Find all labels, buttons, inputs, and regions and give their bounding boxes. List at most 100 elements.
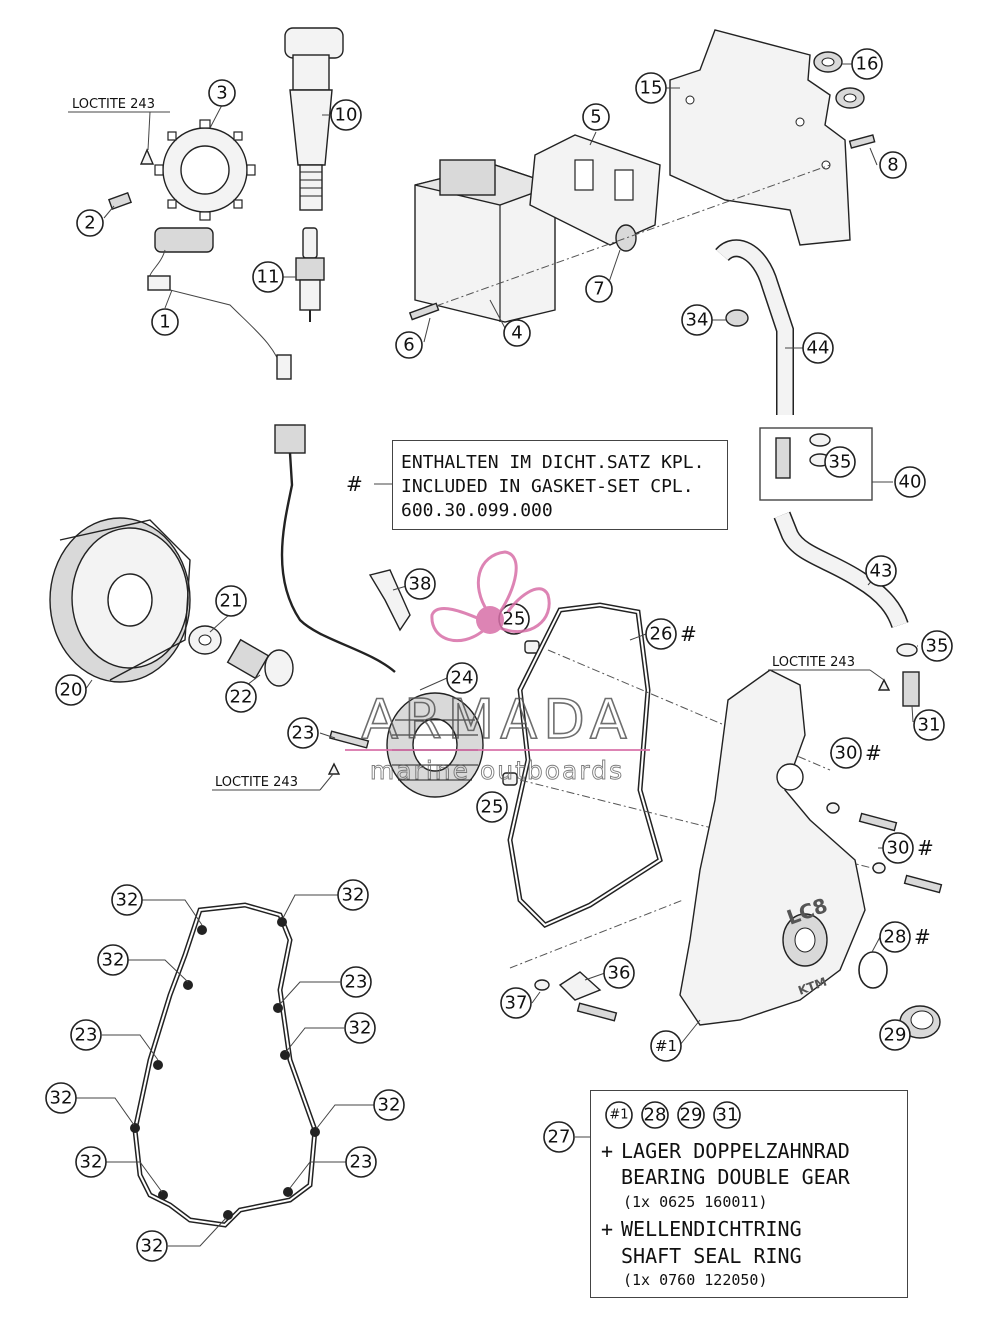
callout-31: 31 [913, 709, 945, 741]
svg-text:28: 28 [884, 927, 907, 948]
kit-ref-1: #1 [609, 1108, 628, 1123]
kit-plus-1: + [601, 1139, 614, 1163]
hash-26: # [680, 622, 697, 646]
kit-ref-3: 29 [680, 1105, 703, 1126]
kit-item1-de: LAGER DOPPELZAHNRAD [621, 1139, 850, 1163]
callout-32-1: 32 [111, 884, 143, 916]
callout-44: 44 [802, 332, 834, 364]
flywheel-nut-22 [226, 638, 294, 687]
kit-ref-4: 31 [716, 1105, 739, 1126]
callout-30b: 30 [882, 832, 914, 864]
sprocket-trigger-wheel [154, 119, 256, 221]
gasket-note-line-2: INCLUDED IN GASKET-SET CPL. [401, 476, 694, 497]
svg-text:37: 37 [505, 993, 528, 1014]
callouts: 3 2 1 10 11 6 4 5 7 15 16 8 34 44 35 40 … [45, 48, 953, 1262]
hash-30a: # [865, 741, 882, 765]
stator-bolt-23 [329, 730, 370, 749]
svg-text:36: 36 [608, 963, 631, 984]
control-unit-ecu [414, 159, 558, 323]
callout-23-g2: 23 [70, 1019, 102, 1051]
screw-37 [534, 979, 618, 1022]
callout-34: 34 [681, 304, 713, 336]
callout-23-g1: 23 [340, 966, 372, 998]
svg-text:4: 4 [511, 323, 522, 344]
ignition-cover: LC8 KTM [679, 669, 866, 1026]
svg-text:20: 20 [60, 680, 83, 701]
svg-text:27: 27 [548, 1127, 571, 1148]
callout-3: 3 [208, 79, 236, 107]
svg-text:32: 32 [102, 950, 125, 971]
callout-hash1: #1 [650, 1030, 682, 1062]
callout-16: 16 [851, 48, 883, 80]
kit-plus-2: + [601, 1217, 614, 1241]
kit-item2-de: WELLENDICHTRING [621, 1217, 802, 1241]
svg-text:2: 2 [84, 213, 95, 234]
fitting-31 [902, 671, 920, 707]
bolt-2 [107, 191, 133, 211]
callout-27: 27 [543, 1121, 575, 1153]
gasket-set-note: ENTHALTEN IM DICHT.SATZ KPL. INCLUDED IN… [392, 440, 728, 530]
ecu-bracket [529, 134, 661, 246]
svg-text:8: 8 [887, 155, 898, 176]
kit-item1-en: BEARING DOUBLE GEAR [621, 1165, 850, 1189]
crankcase-gasket [130, 902, 320, 1228]
callout-25b: 25 [476, 791, 508, 823]
callout-36: 36 [603, 957, 635, 989]
breather-hose-44 [715, 239, 794, 415]
o-ring-28 [858, 951, 888, 989]
kit-contents-box: #1 28 29 31 + LAGER DOPPELZAHNRAD BEARIN… [590, 1090, 908, 1298]
svg-text:11: 11 [257, 267, 280, 288]
svg-text:#1: #1 [655, 1037, 677, 1055]
callout-11: 11 [252, 261, 284, 293]
callout-32-6: 32 [373, 1089, 405, 1121]
gasket-note-line-1: ENTHALTEN IM DICHT.SATZ KPL. [401, 452, 705, 473]
svg-text:34: 34 [686, 310, 709, 331]
callout-23: 23 [287, 717, 319, 749]
ignition-coil [284, 27, 344, 211]
svg-text:6: 6 [403, 335, 414, 356]
loctite-drop-left [327, 762, 341, 775]
hash-30b: # [917, 836, 934, 860]
o-ring-35 [896, 643, 918, 657]
callout-32-2: 32 [337, 879, 369, 911]
propeller-hub-icon [476, 606, 504, 634]
callout-4: 4 [503, 319, 531, 347]
svg-text:43: 43 [870, 561, 893, 582]
svg-text:32: 32 [141, 1236, 164, 1257]
cover-gasket [507, 602, 663, 928]
callout-24: 24 [446, 662, 478, 694]
mounting-plate [669, 29, 851, 246]
washer-21 [188, 625, 222, 655]
pickup-sensor-cable [147, 227, 292, 380]
svg-text:16: 16 [856, 54, 879, 75]
callout-5: 5 [582, 103, 610, 131]
kit-ref-2: 28 [644, 1105, 667, 1126]
svg-text:32: 32 [80, 1152, 103, 1173]
flywheel-rotor [49, 517, 191, 683]
callout-1: 1 [151, 308, 179, 336]
callout-25a: 25 [498, 603, 530, 635]
callout-26: 26 [645, 618, 677, 650]
callout-38: 38 [404, 568, 436, 600]
svg-text:38: 38 [409, 574, 432, 595]
callout-10: 10 [330, 99, 362, 131]
svg-text:35: 35 [926, 636, 949, 657]
svg-text:44: 44 [807, 338, 830, 359]
svg-text:32: 32 [342, 885, 365, 906]
svg-text:30: 30 [887, 838, 910, 859]
svg-text:15: 15 [640, 78, 663, 99]
svg-text:32: 32 [50, 1088, 73, 1109]
svg-text:32: 32 [116, 890, 139, 911]
svg-text:7: 7 [593, 279, 604, 300]
plug-screw-29 [899, 1005, 941, 1039]
callout-32-8: 32 [136, 1230, 168, 1262]
spark-plug [295, 227, 325, 322]
svg-text:31: 31 [918, 715, 941, 736]
svg-text:23: 23 [345, 972, 368, 993]
callout-40: 40 [894, 466, 926, 498]
note-hash: # [346, 472, 363, 496]
hose-clamp-34 [725, 309, 749, 327]
stator-cable [274, 424, 396, 673]
callout-35a: 35 [824, 446, 856, 478]
retainer-36 [558, 971, 602, 1001]
